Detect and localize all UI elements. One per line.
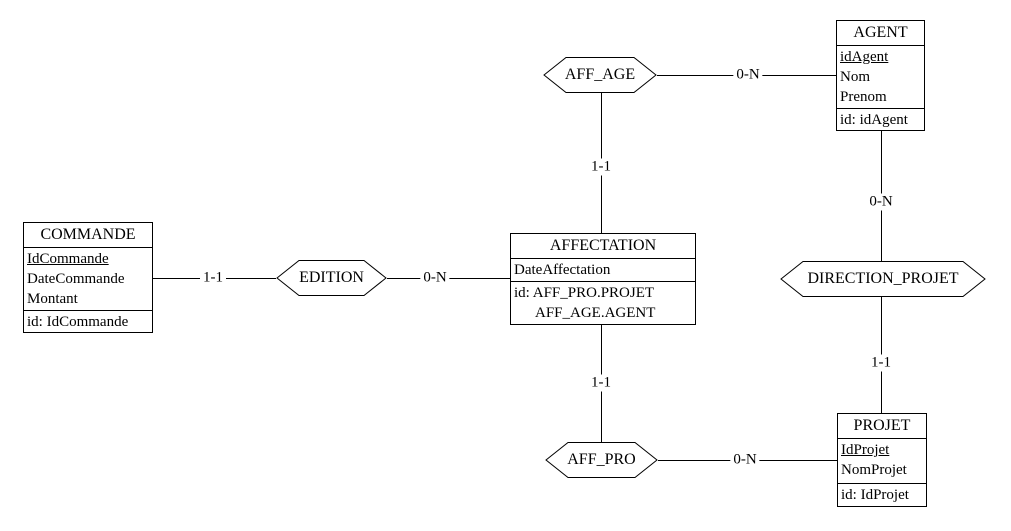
entity-title: PROJET xyxy=(838,414,926,439)
entity-attributes: DateAffectation xyxy=(511,259,695,281)
relationship-label: AFF_PRO xyxy=(567,451,636,468)
entity-attributes: idAgent Nom Prenom xyxy=(837,46,924,108)
entity-identifier: id: IdCommande xyxy=(24,310,152,333)
entity-title: AGENT xyxy=(837,21,924,46)
entity-attribute: Nom xyxy=(840,69,870,85)
entity-attribute-key: IdProjet xyxy=(841,442,890,458)
cardinality-affectation-aff-pro: 1-1 xyxy=(588,374,614,392)
hexagon-shape xyxy=(780,261,986,297)
entity-id-line: AFF_AGE.AGENT xyxy=(535,305,656,321)
entity-id-line: id: IdCommande xyxy=(27,314,129,330)
hexagon-shape xyxy=(543,57,657,93)
cardinality-edition-affectation: 0-N xyxy=(420,269,450,287)
entity-identifier: id: idAgent xyxy=(837,108,924,131)
entity-attributes: IdCommande DateCommande Montant xyxy=(24,248,152,310)
entity-id-line: id: AFF_PRO.PROJET xyxy=(514,285,655,301)
cardinality-aff-pro-projet: 0-N xyxy=(730,451,760,469)
hexagon-shape xyxy=(276,260,387,296)
entity-id-line: id: IdProjet xyxy=(841,487,909,503)
entity-title: COMMANDE xyxy=(24,223,152,248)
cardinality-aff-age-agent: 0-N xyxy=(733,66,763,84)
relationship-aff-age[interactable]: AFF_AGE xyxy=(543,57,657,93)
entity-attribute: NomProjet xyxy=(841,462,907,478)
cardinality-direction-projet-projet: 1-1 xyxy=(868,354,894,372)
relationship-aff-pro[interactable]: AFF_PRO xyxy=(545,442,658,478)
entity-title: AFFECTATION xyxy=(511,234,695,259)
entity-affectation[interactable]: AFFECTATION DateAffectation id: AFF_PRO.… xyxy=(510,233,696,325)
entity-identifier: id: AFF_PRO.PROJET AFF_AGE.AGENT xyxy=(511,281,695,324)
entity-attribute: Prenom xyxy=(840,89,887,105)
entity-attribute-key: IdCommande xyxy=(27,251,109,267)
entity-attribute: Montant xyxy=(27,291,78,307)
entity-agent[interactable]: AGENT idAgent Nom Prenom id: idAgent xyxy=(836,20,925,131)
entity-attribute-key: idAgent xyxy=(840,49,889,65)
relationship-label: AFF_AGE xyxy=(564,66,636,83)
entity-attributes: IdProjet NomProjet xyxy=(838,439,926,483)
cardinality-commande-edition: 1-1 xyxy=(200,269,226,287)
entity-commande[interactable]: COMMANDE IdCommande DateCommande Montant… xyxy=(23,222,153,333)
entity-projet[interactable]: PROJET IdProjet NomProjet id: IdProjet xyxy=(837,413,927,507)
relationship-edition[interactable]: EDITION xyxy=(276,260,387,296)
relationship-label: DIRECTION_PROJET xyxy=(807,270,959,287)
relationship-direction-projet[interactable]: DIRECTION_PROJET xyxy=(780,261,986,297)
entity-attribute: DateAffectation xyxy=(514,262,611,278)
entity-identifier: id: IdProjet xyxy=(838,483,926,506)
cardinality-aff-age-affectation: 1-1 xyxy=(588,158,614,176)
cardinality-agent-direction-projet: 0-N xyxy=(866,193,896,211)
relationship-label: EDITION xyxy=(299,269,364,286)
entity-attribute: DateCommande xyxy=(27,271,125,287)
hexagon-shape xyxy=(545,442,658,478)
entity-id-line: id: idAgent xyxy=(840,112,908,128)
